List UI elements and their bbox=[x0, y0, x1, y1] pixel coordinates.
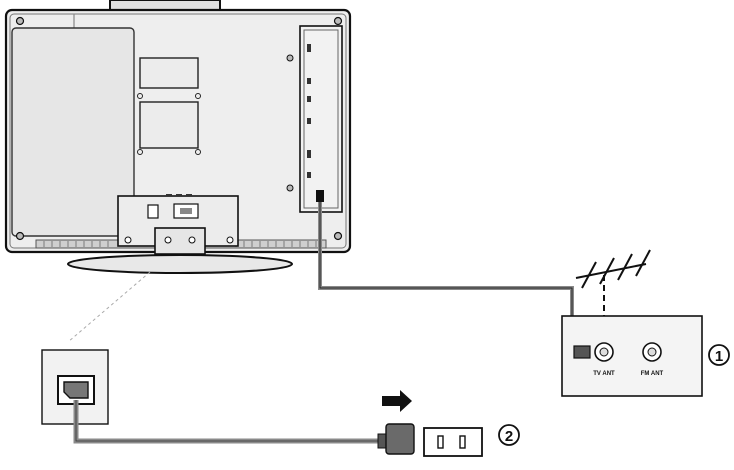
power-plug bbox=[377, 423, 415, 455]
antenna-cable bbox=[318, 202, 578, 352]
antenna-wall-panel: TV ANT FM ANT bbox=[561, 315, 703, 397]
fm-ant-label: FM ANT bbox=[641, 371, 664, 377]
svg-text:1: 1 bbox=[715, 348, 723, 365]
insert-arrow-icon bbox=[382, 390, 412, 412]
svg-text:2: 2 bbox=[505, 428, 513, 445]
screw-icon bbox=[333, 16, 343, 26]
step-2-marker: 2 bbox=[498, 424, 520, 446]
power-cable bbox=[73, 400, 392, 444]
ac-inlet-closeup bbox=[41, 349, 109, 425]
tv-rear-view bbox=[4, 0, 352, 274]
tv-left-recess bbox=[11, 27, 135, 237]
rf-input-port bbox=[316, 190, 324, 202]
screw-icon bbox=[15, 231, 25, 241]
power-switch bbox=[147, 204, 159, 219]
coax-plug bbox=[573, 345, 591, 359]
vesa-plate-top bbox=[139, 57, 199, 89]
side-connector-panel bbox=[299, 25, 343, 213]
stand-neck bbox=[154, 227, 206, 255]
guide-dashed-line bbox=[67, 271, 151, 343]
tv-ant-label: TV ANT bbox=[593, 371, 615, 377]
screw-icon bbox=[15, 16, 25, 26]
wall-outlet bbox=[423, 427, 483, 457]
screw-icon bbox=[333, 231, 343, 241]
step-1-marker: 1 bbox=[708, 344, 730, 366]
vesa-plate-bottom bbox=[139, 101, 199, 149]
stand-base bbox=[67, 254, 293, 274]
tv-top-bezel bbox=[109, 0, 221, 11]
